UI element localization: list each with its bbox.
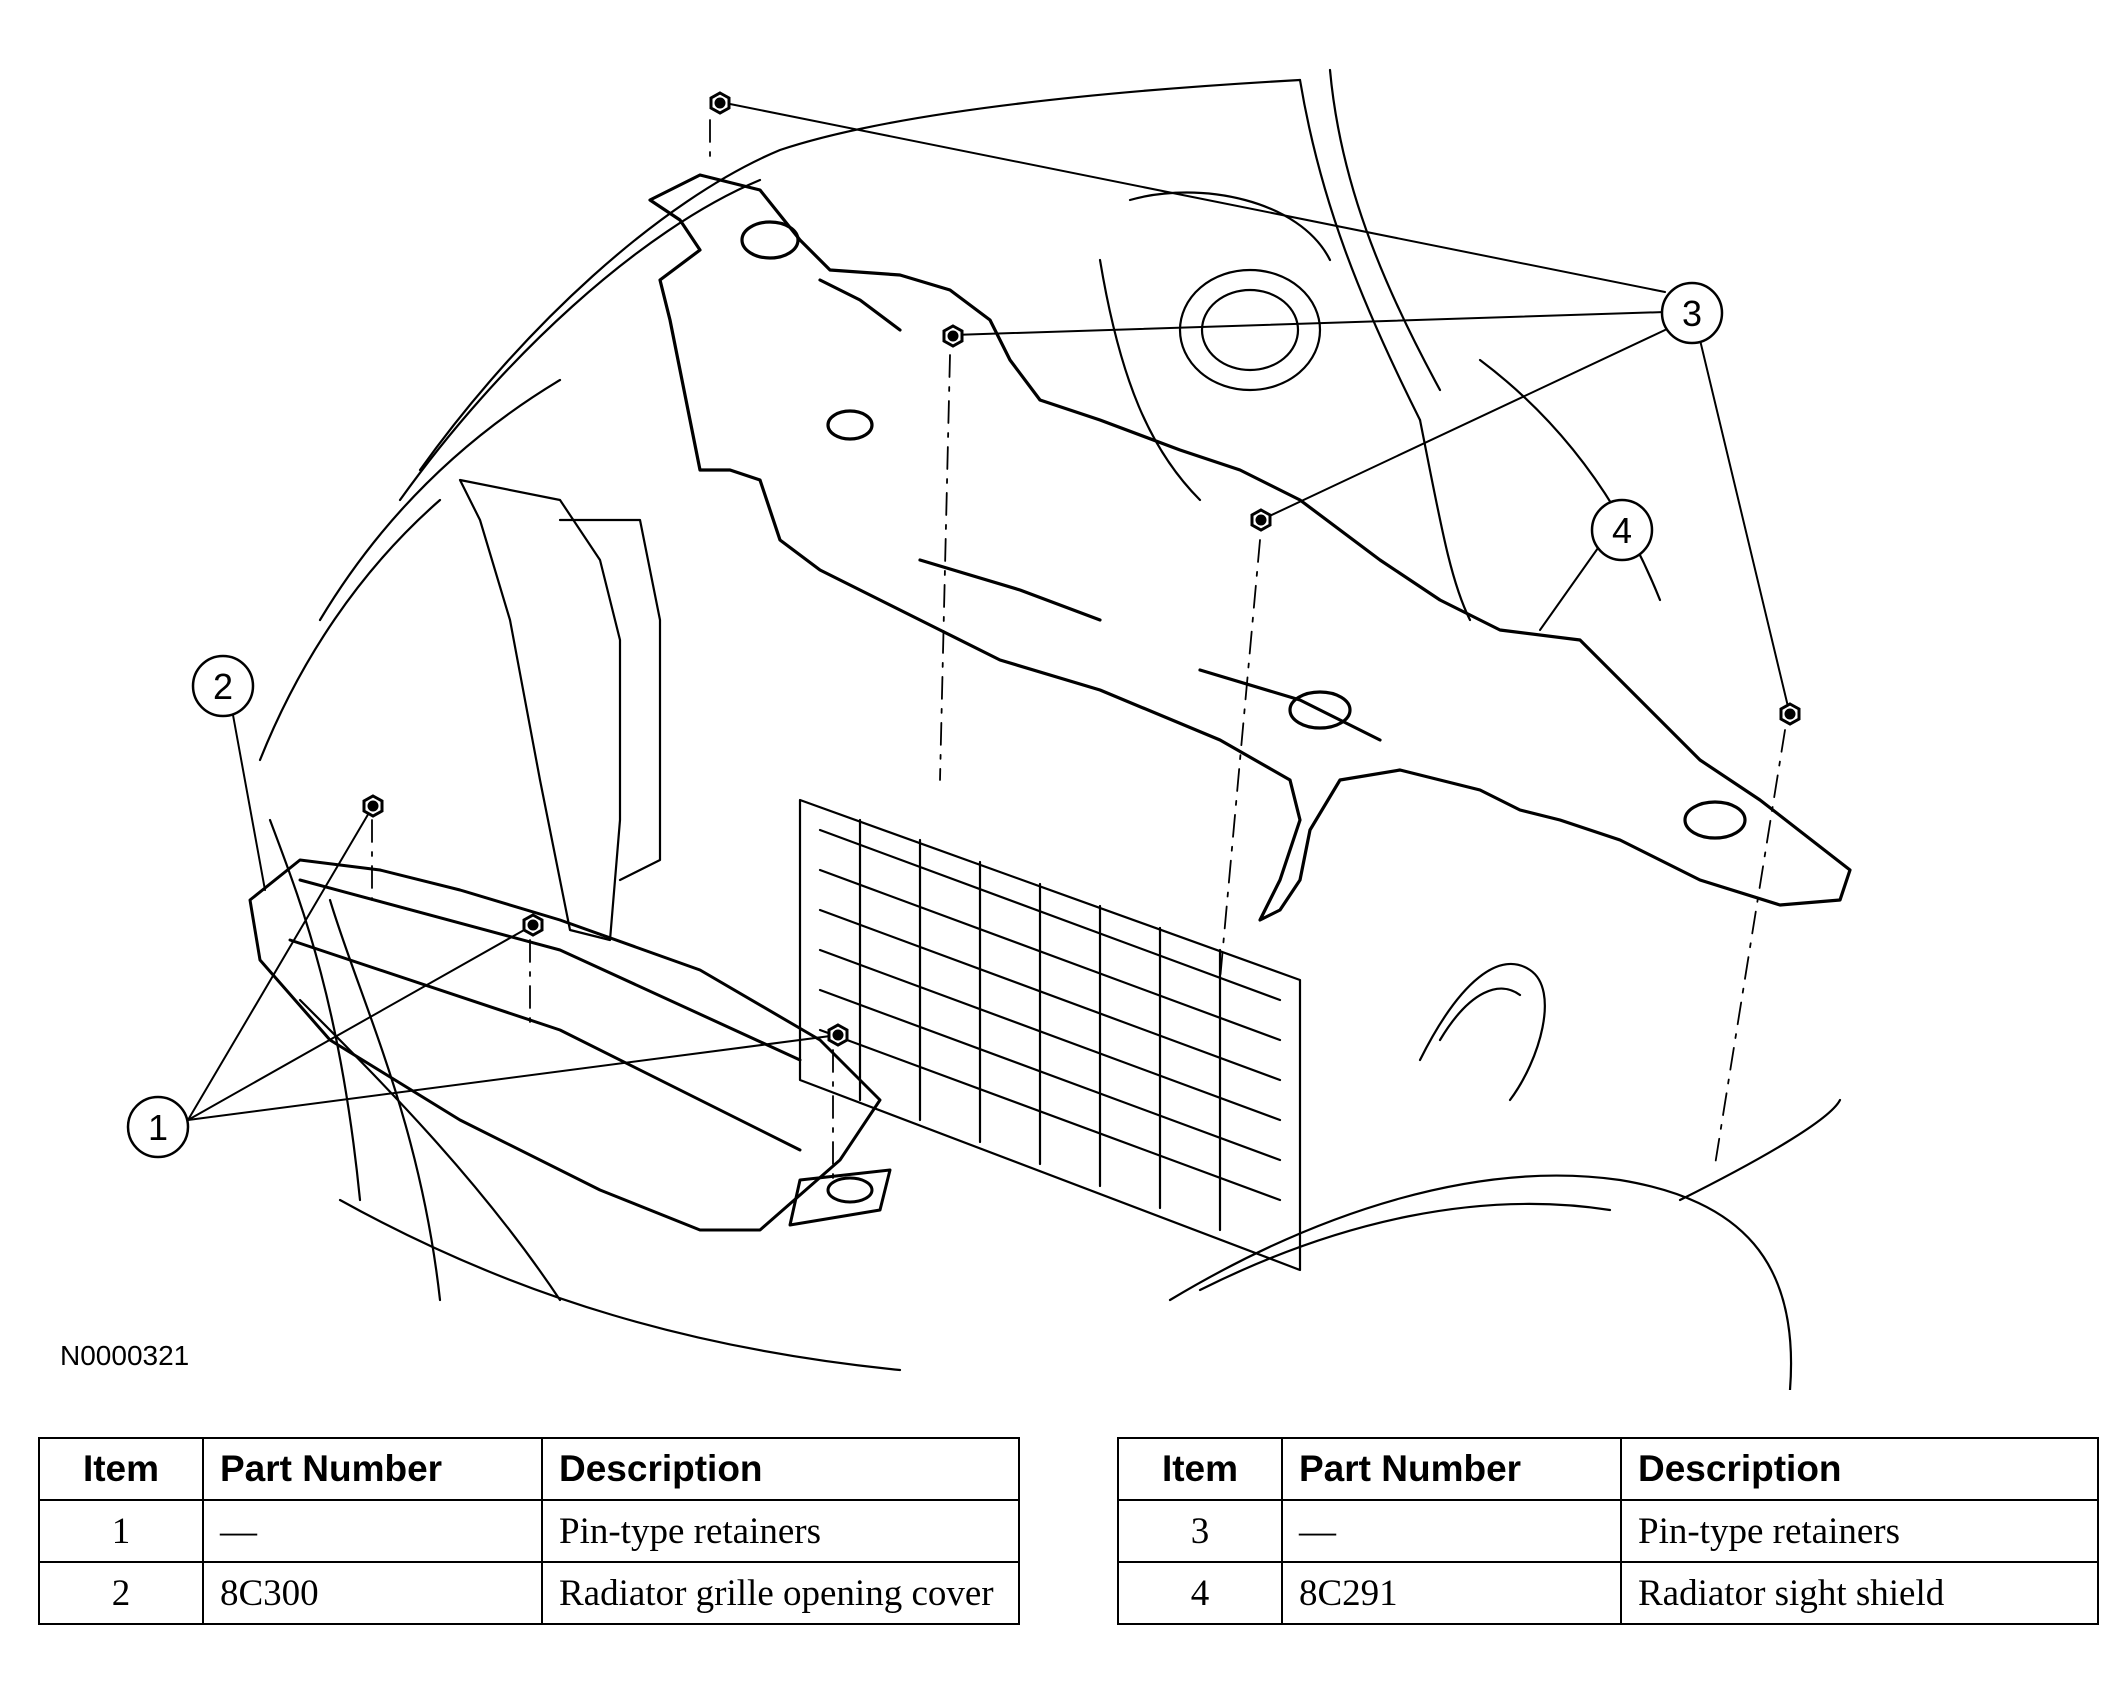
callout-label-4: 4 <box>1612 510 1632 551</box>
figure-id: N0000321 <box>60 1340 190 1371</box>
retainer-pin <box>827 1023 849 1047</box>
retainer-pin <box>1779 702 1801 726</box>
cell-item: 3 <box>1117 1499 1283 1563</box>
parts-table-right: Item Part Number Description 3 — Pin-typ… <box>1117 1437 2099 1625</box>
radiator-core <box>798 798 1302 1272</box>
cell-description: Pin-type retainers <box>1620 1499 2099 1563</box>
header-description: Description <box>1620 1437 2099 1501</box>
cell-item: 2 <box>38 1561 204 1625</box>
vehicle-front-end-illustration: 1 2 3 4 <box>126 68 1852 1390</box>
callout-2-leader <box>232 714 266 891</box>
table-row: 4 8C291 Radiator sight shield <box>1117 1561 2099 1625</box>
parts-table-left: Item Part Number Description 1 — Pin-typ… <box>38 1437 1020 1625</box>
cell-description: Radiator grille opening cover <box>541 1561 1020 1625</box>
cell-description: Pin-type retainers <box>541 1499 1020 1563</box>
grille-opening-cover <box>248 858 892 1232</box>
retainer-pin <box>362 794 384 818</box>
callout-balloon-3: 3 <box>1660 281 1724 345</box>
cell-item: 1 <box>38 1499 204 1563</box>
callout-4-leader <box>1539 547 1599 631</box>
header-item: Item <box>1117 1437 1283 1501</box>
callout-3-leaders <box>719 101 1791 716</box>
retainer-pin <box>709 91 731 115</box>
cell-description: Radiator sight shield <box>1620 1561 2099 1625</box>
callout-balloon-4: 4 <box>1590 498 1654 562</box>
table-row: 2 8C300 Radiator grille opening cover <box>38 1561 1020 1625</box>
headlamp-assembly <box>458 478 662 942</box>
table-header-row: Item Part Number Description <box>1117 1437 2099 1501</box>
cell-part-number: — <box>202 1499 543 1563</box>
cell-part-number: 8C291 <box>1281 1561 1622 1625</box>
header-description: Description <box>541 1437 1020 1501</box>
callout-1-leaders <box>187 805 839 1121</box>
retainer-pin <box>942 324 964 348</box>
callout-label-3: 3 <box>1682 293 1702 334</box>
callout-label-2: 2 <box>213 666 233 707</box>
vehicle-body-outline <box>258 68 1842 1390</box>
callout-balloon-2: 2 <box>191 654 255 718</box>
install-direction-lines <box>371 119 1786 1181</box>
cell-item: 4 <box>1117 1561 1283 1625</box>
header-part-number: Part Number <box>1281 1437 1622 1501</box>
cell-part-number: 8C300 <box>202 1561 543 1625</box>
header-item: Item <box>38 1437 204 1501</box>
callout-label-1: 1 <box>148 1107 168 1148</box>
header-part-number: Part Number <box>202 1437 543 1501</box>
retainer-pin <box>1250 508 1272 532</box>
table-header-row: Item Part Number Description <box>38 1437 1020 1501</box>
callout-balloon-1: 1 <box>126 1095 190 1159</box>
radiator-sight-shield <box>648 173 1852 922</box>
retainer-pin <box>522 913 544 937</box>
cell-part-number: — <box>1281 1499 1622 1563</box>
table-row: 1 — Pin-type retainers <box>38 1499 1020 1563</box>
table-row: 3 — Pin-type retainers <box>1117 1499 2099 1563</box>
